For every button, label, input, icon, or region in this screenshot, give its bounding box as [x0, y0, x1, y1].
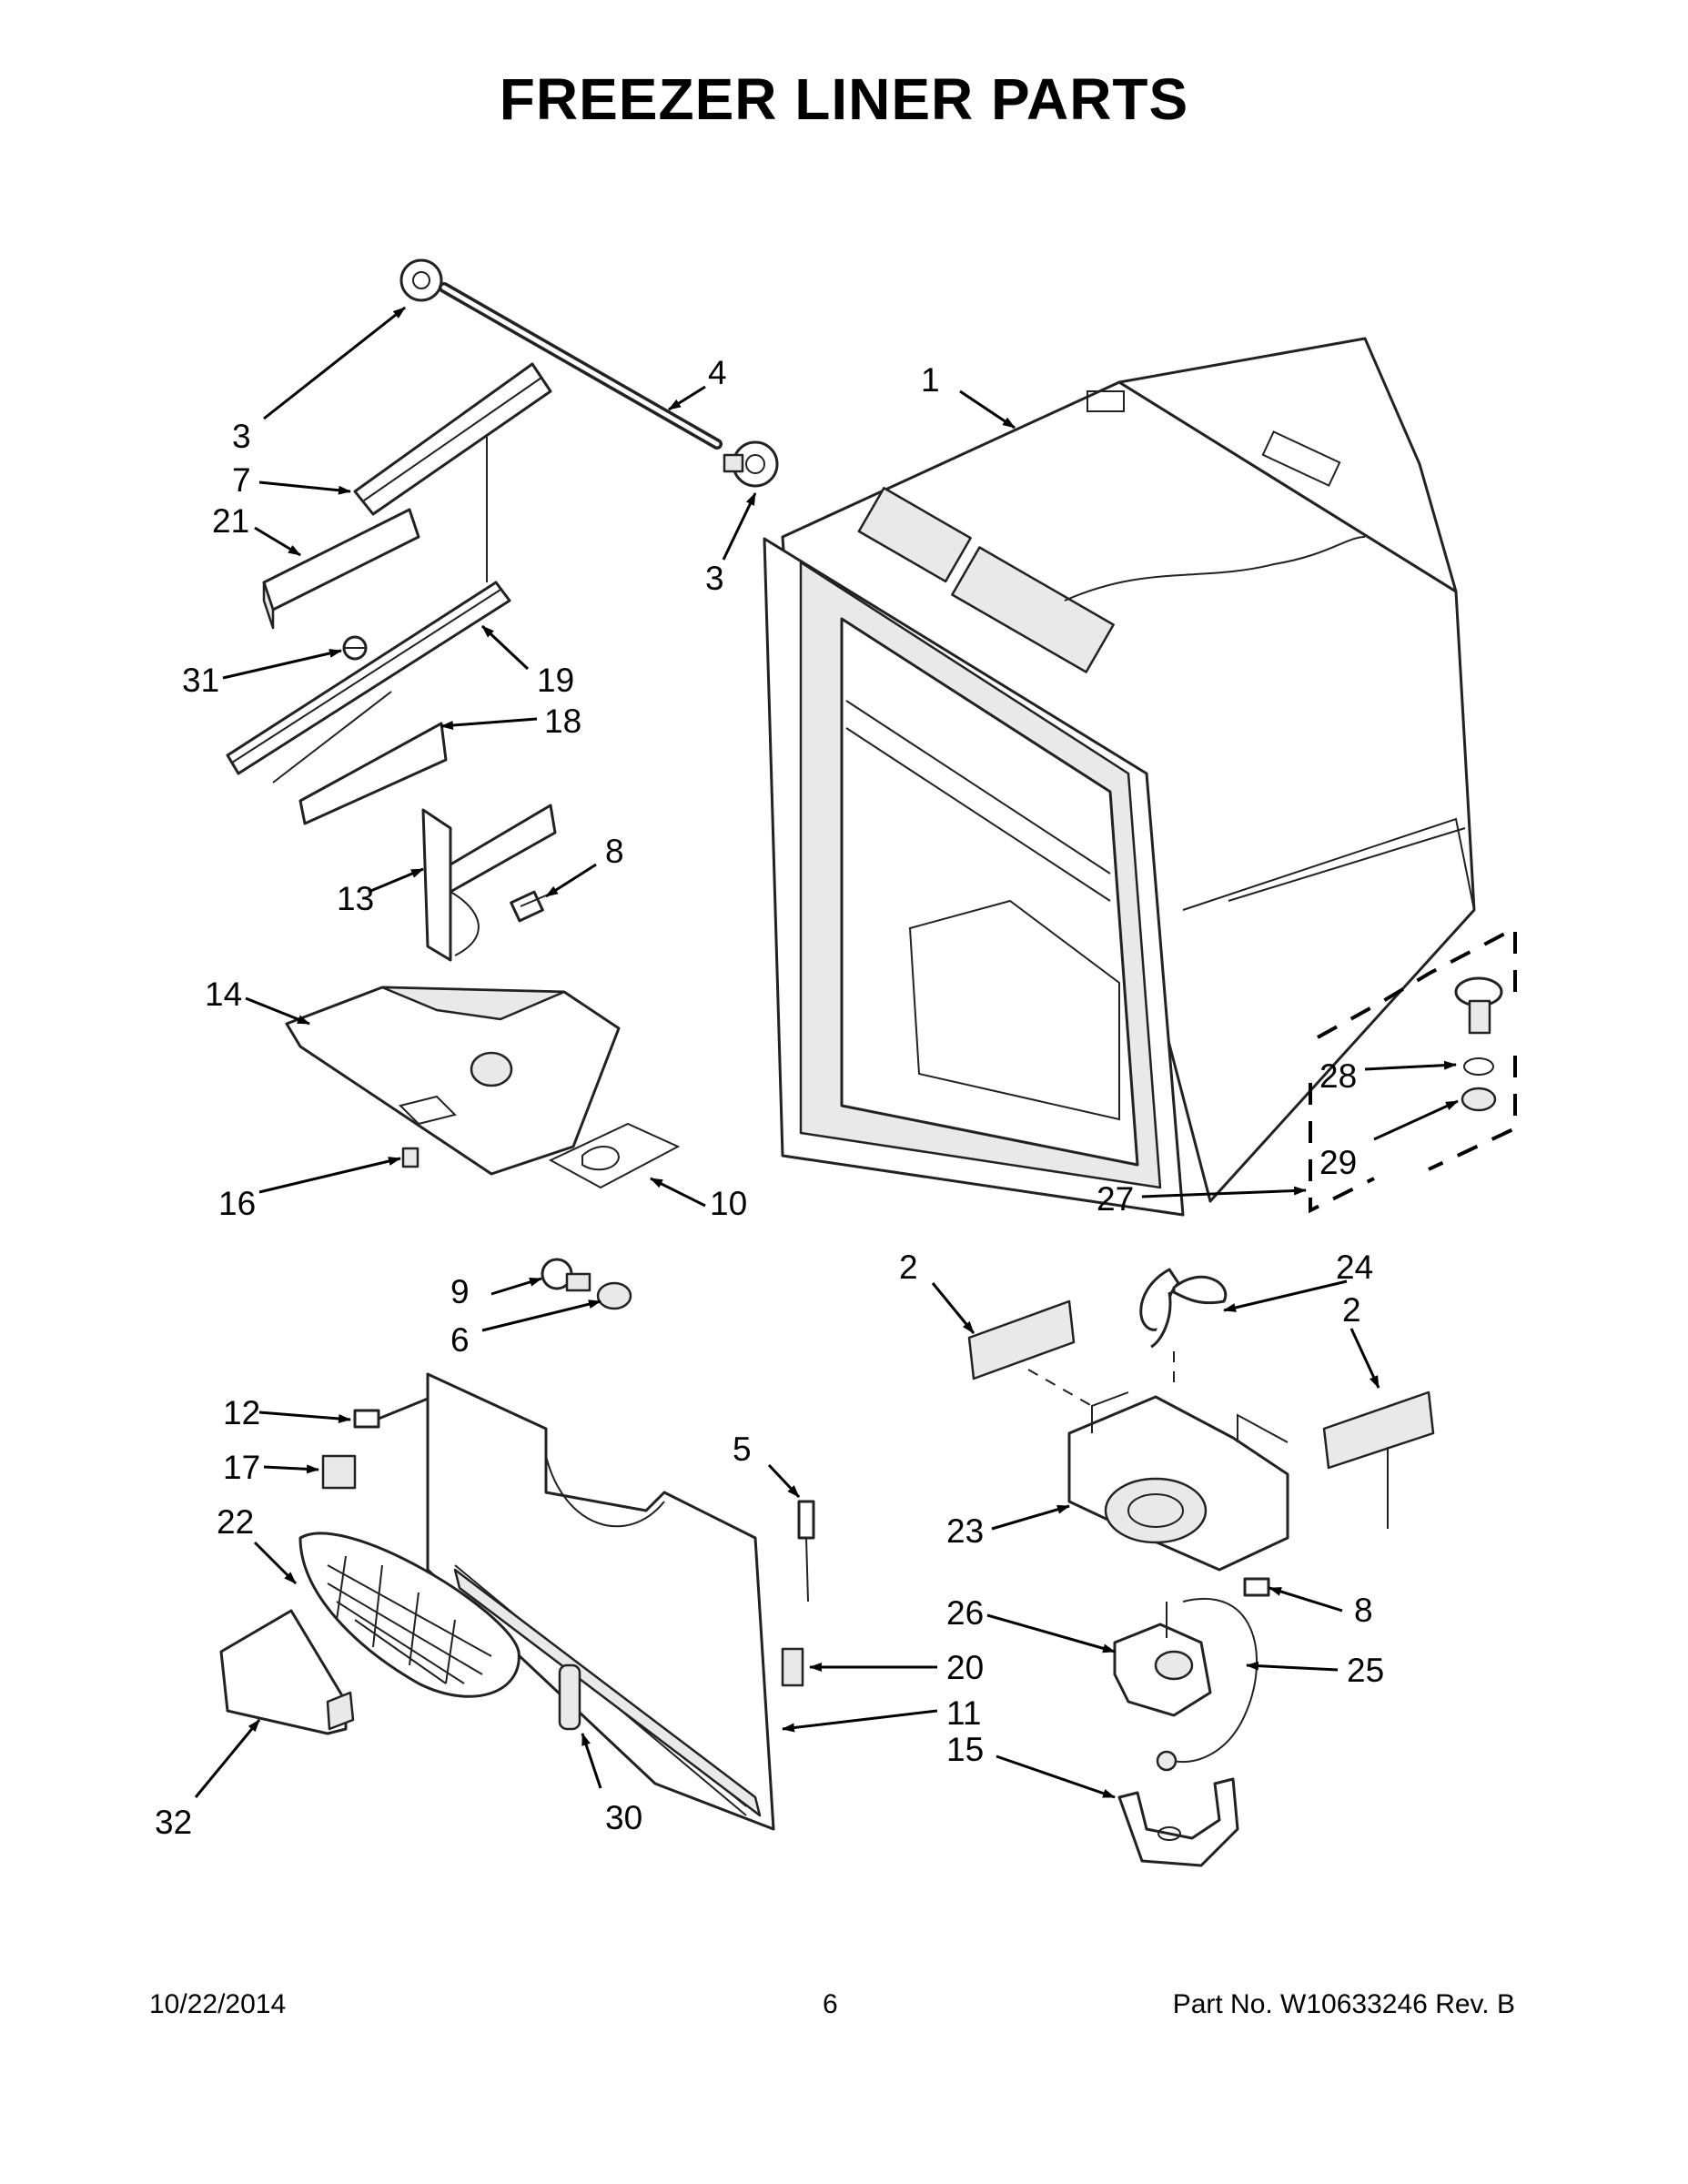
callout-19: 19 [537, 662, 574, 699]
callout-32: 32 [155, 1804, 192, 1841]
callout-13: 13 [337, 880, 374, 917]
callout-5: 5 [733, 1431, 752, 1468]
callout-16: 16 [218, 1185, 256, 1222]
gear-part-3b [723, 440, 779, 488]
callout-3b: 3 [705, 560, 724, 597]
panel-part-11 [426, 1372, 775, 1831]
screw-part-12 [353, 1395, 433, 1429]
rail-cover-part-7 [353, 362, 552, 516]
strip-part-20 [781, 1647, 804, 1687]
screw-part-8b [1243, 1577, 1270, 1597]
freezer-liner-part-1 [763, 337, 1476, 1217]
assembly-guide-lines [272, 437, 1389, 1529]
callout-9: 9 [450, 1273, 470, 1310]
bracket-part-17 [321, 1454, 357, 1490]
callout-30: 30 [605, 1799, 642, 1836]
cover-part-32 [219, 1609, 355, 1735]
callout-8b: 8 [1354, 1592, 1373, 1629]
callout-23: 23 [946, 1512, 984, 1550]
callout-10: 10 [710, 1185, 747, 1222]
callout-25: 25 [1347, 1652, 1384, 1689]
fan-housing-part-23 [1067, 1391, 1289, 1572]
page-title: FREEZER LINER PARTS [499, 66, 1189, 132]
motor-part-26 [1113, 1602, 1212, 1717]
slide-rail-part-19 [226, 581, 511, 775]
tape-part-2b [1322, 1390, 1435, 1470]
callout-20: 20 [946, 1649, 984, 1686]
callout-18: 18 [544, 703, 581, 740]
thermistor-part-5 [797, 1500, 815, 1603]
callout-22: 22 [217, 1503, 254, 1541]
housing-part-14 [285, 986, 621, 1176]
bracket-part-21 [262, 508, 420, 630]
bracket-part-13 [421, 804, 557, 962]
callout-6: 6 [450, 1321, 470, 1359]
callout-27: 27 [1097, 1180, 1134, 1218]
lamp-part-9 [541, 1258, 591, 1292]
fan-blade-part-24 [1139, 1268, 1228, 1349]
callout-1: 1 [921, 361, 940, 399]
gear-part-3a [399, 258, 443, 302]
footer-part-number: Part No. W10633246 Rev. B [1172, 1989, 1515, 2019]
callout-14: 14 [205, 976, 242, 1013]
callout-26: 26 [946, 1594, 984, 1632]
callout-2b: 2 [1342, 1291, 1361, 1329]
switch-part-16 [401, 1147, 419, 1168]
shaft-part-4 [439, 282, 723, 450]
callout-28: 28 [1319, 1057, 1357, 1095]
callout-11: 11 [946, 1694, 981, 1732]
callout-31: 31 [182, 662, 219, 699]
callout-29: 29 [1319, 1144, 1357, 1181]
callout-8a: 8 [605, 833, 624, 870]
screw-part-31 [342, 635, 368, 661]
tape-part-2a [967, 1299, 1076, 1380]
filter-part-27 [1309, 925, 1517, 1214]
callout-17: 17 [223, 1449, 260, 1486]
callout-21: 21 [212, 502, 249, 540]
callout-labels: 1 2 2 3 3 4 5 6 7 8 8 9 10 11 12 13 14 1… [155, 354, 1384, 1841]
leader-arrows [194, 306, 1459, 1799]
pad-part-10 [548, 1122, 681, 1189]
callout-2a: 2 [899, 1249, 918, 1286]
footer-date: 10/22/2014 [149, 1989, 287, 2019]
callout-3a: 3 [232, 418, 251, 455]
callout-12: 12 [223, 1394, 260, 1431]
callout-24: 24 [1336, 1249, 1373, 1286]
footer-page-number: 6 [823, 1989, 838, 2019]
grille-part-22 [298, 1532, 521, 1698]
wire-harness-part-25 [1173, 1597, 1258, 1764]
bracket-part-15 [1117, 1750, 1239, 1867]
callout-7: 7 [232, 461, 251, 499]
callout-15: 15 [946, 1731, 984, 1768]
clip-part-30 [558, 1663, 581, 1731]
socket-part-6 [596, 1281, 632, 1310]
slide-rail-part-18 [298, 722, 448, 825]
callout-4: 4 [708, 354, 727, 391]
screw-part-8a [510, 890, 547, 923]
